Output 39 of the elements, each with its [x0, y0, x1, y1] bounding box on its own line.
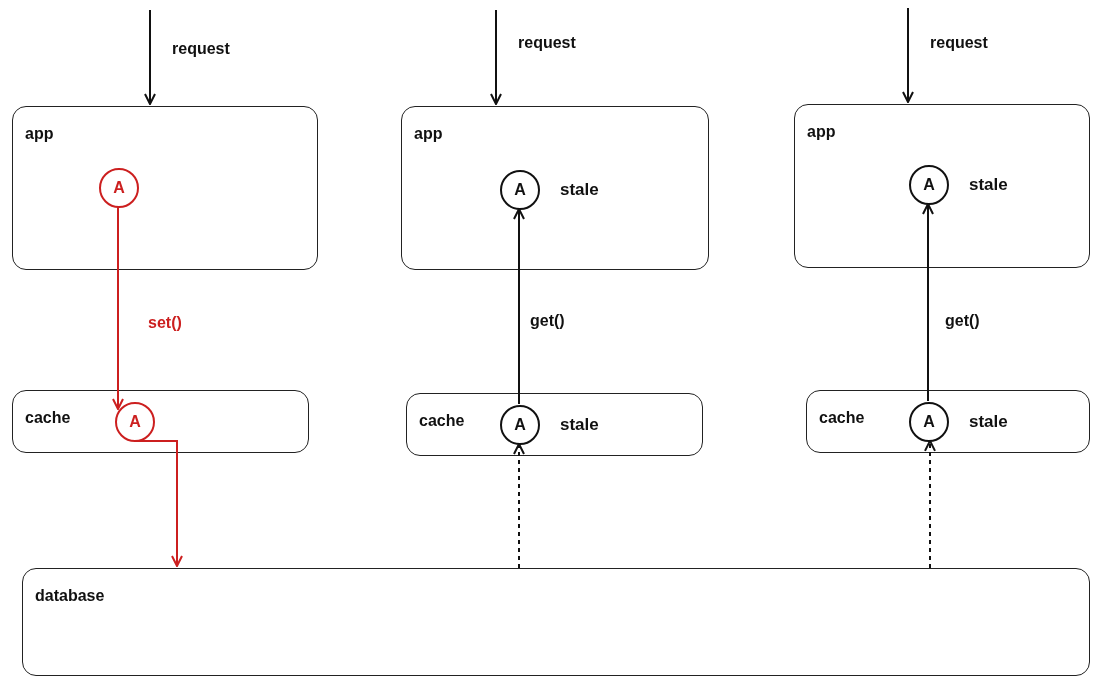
box-heading: database — [35, 587, 105, 605]
edge-label: request — [172, 40, 230, 58]
object-circle: A — [500, 170, 540, 210]
state-label: stale — [560, 415, 599, 435]
box-heading: app — [807, 123, 836, 141]
state-label: stale — [560, 180, 599, 200]
object-circle: A — [909, 402, 949, 442]
box-heading: app — [25, 125, 54, 143]
arrow — [490, 9, 502, 105]
arrow — [924, 439, 936, 569]
component-box — [22, 568, 1090, 676]
box-heading: cache — [25, 409, 71, 427]
box-heading: app — [414, 125, 443, 143]
arrow — [133, 440, 183, 567]
edge-label: set() — [148, 314, 182, 332]
object-circle: A — [99, 168, 139, 208]
object-circle: A — [909, 165, 949, 205]
edge-label: request — [518, 34, 576, 52]
object-circle: A — [500, 405, 540, 445]
edge-label: get() — [530, 312, 565, 330]
component-box — [806, 390, 1090, 453]
box-heading: cache — [819, 409, 865, 427]
arrow — [922, 203, 934, 402]
component-box — [794, 104, 1090, 268]
component-box — [12, 106, 318, 270]
object-circle: A — [115, 402, 155, 442]
arrow — [513, 208, 525, 405]
component-box — [406, 393, 703, 456]
component-box — [401, 106, 709, 270]
box-heading: cache — [419, 412, 465, 430]
edge-label: get() — [945, 312, 980, 330]
edge-label: request — [930, 34, 988, 52]
state-label: stale — [969, 412, 1008, 432]
state-label: stale — [969, 175, 1008, 195]
arrow — [112, 206, 124, 410]
arrow — [144, 9, 156, 105]
arrow — [902, 7, 914, 103]
arrow — [513, 443, 525, 569]
component-box — [12, 390, 309, 453]
